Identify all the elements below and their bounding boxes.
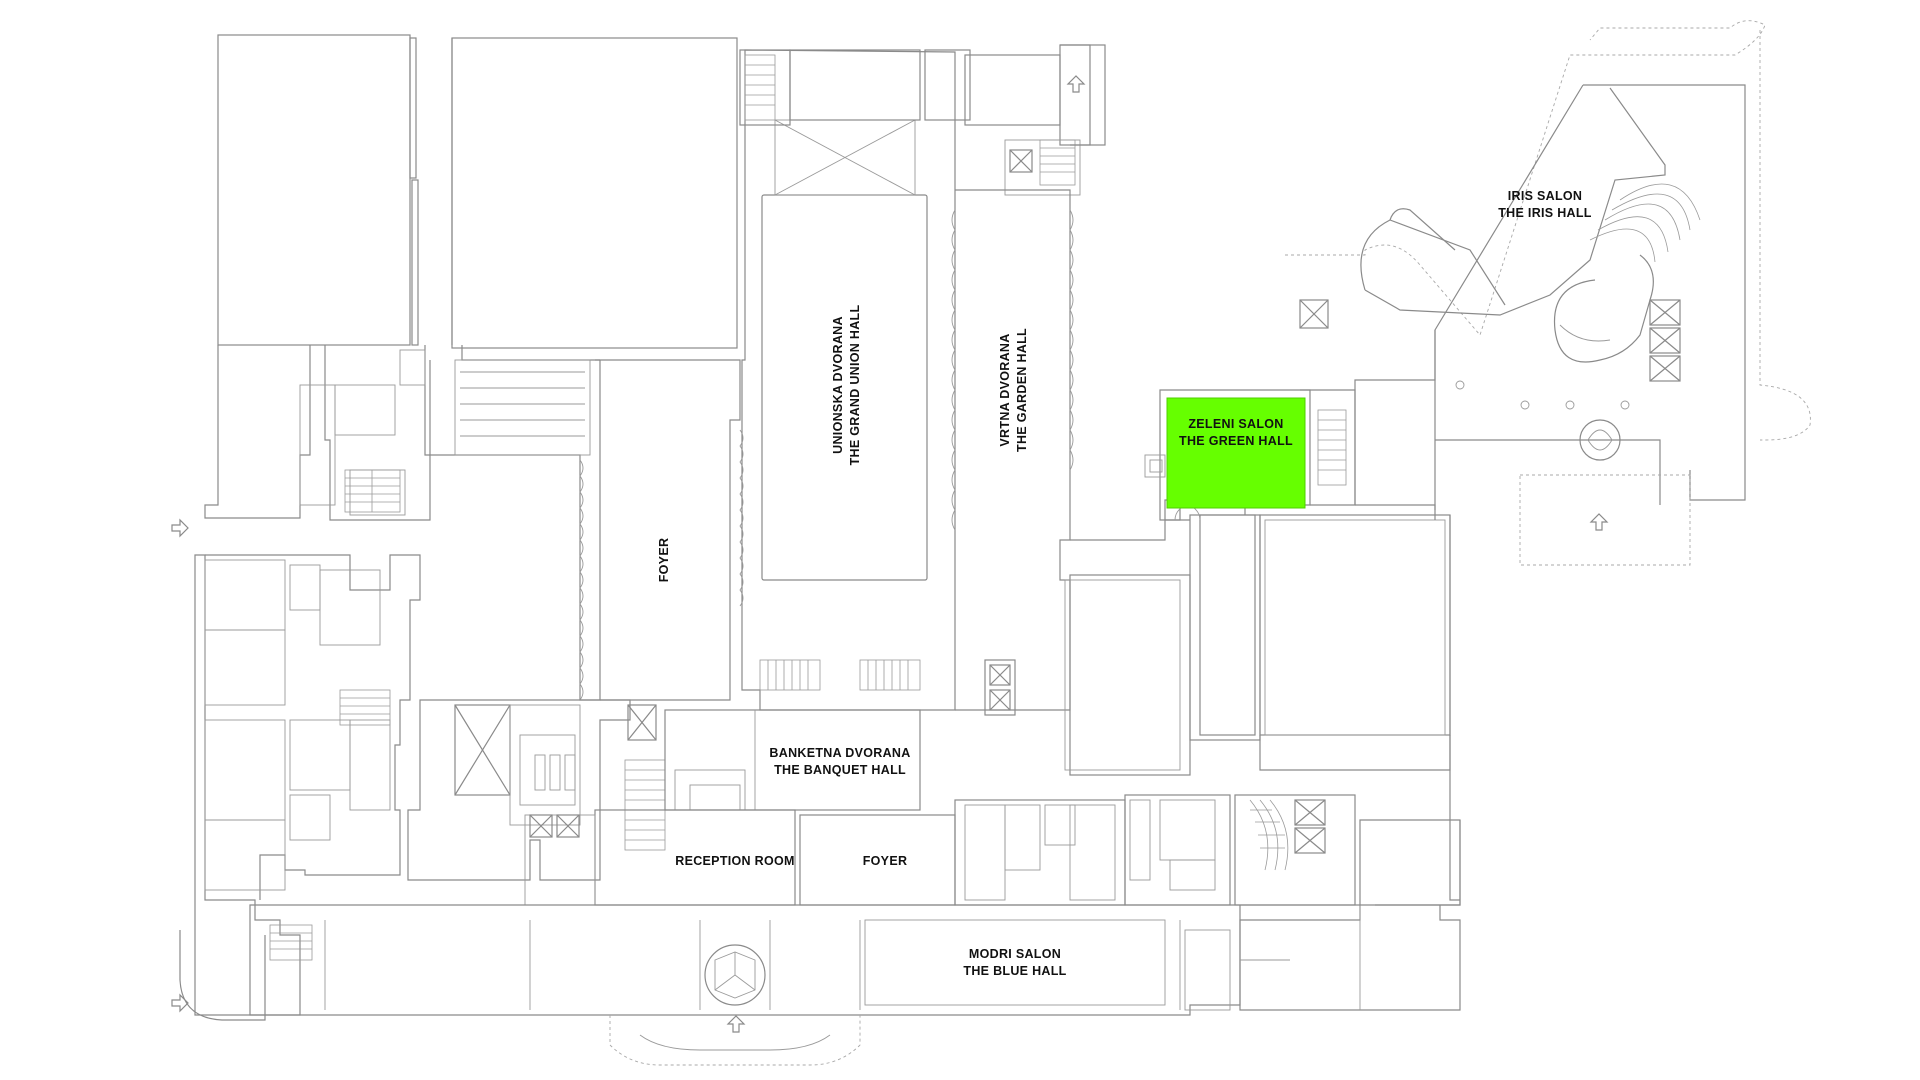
column-icon: [1579, 419, 1621, 461]
grand-union-hall-label-line1: UNIONSKA DVORANA: [831, 316, 845, 454]
north-corridor: [1060, 44, 1091, 146]
entrance-arrow-icon: [171, 518, 189, 538]
banquet-hall-label-line1: BANKETNA DVORANA: [769, 746, 910, 760]
entrance-arrow-icon: [171, 993, 189, 1013]
garden-hall-label-line1: VRTNA DVORANA: [998, 333, 1012, 446]
upper-foyer-label: FOYER: [657, 538, 671, 583]
lower-foyer-label-text: FOYER: [863, 854, 908, 868]
elevator-icon: [454, 704, 511, 796]
upper-foyer-label-text: FOYER: [657, 538, 671, 583]
elevator-icon: [627, 704, 657, 741]
reception-room-label: RECEPTION ROOM: [675, 854, 794, 868]
entrance-arrow-icon: [726, 1015, 746, 1033]
entrance-arrow-icon: [1066, 75, 1086, 93]
elevator-icon: [1009, 149, 1033, 173]
stairs-icon: [744, 54, 1076, 186]
grand-union-hall-label-line2: THE GRAND UNION HALL: [848, 305, 862, 466]
stairs-icon: [624, 759, 666, 851]
green-hall-label: ZELENI SALON THE GREEN HALL: [1179, 417, 1293, 448]
grand-union-hall-label: UNIONSKA DVORANA THE GRAND UNION HALL: [831, 305, 862, 466]
banquet-hall-label: BANKETNA DVORANA THE BANQUET HALL: [769, 746, 910, 777]
banquet-hall-label-line2: THE BANQUET HALL: [774, 763, 906, 777]
iris-hall-label: IRIS SALON THE IRIS HALL: [1498, 189, 1592, 220]
green-hall-label-line2: THE GREEN HALL: [1179, 434, 1293, 448]
rotunda: [704, 944, 766, 1006]
stairs-icon: [1589, 183, 1701, 263]
stairs-icon: [344, 469, 401, 513]
blue-hall-label: MODRI SALON THE BLUE HALL: [963, 947, 1066, 978]
green-hall-label-line1: ZELENI SALON: [1188, 417, 1283, 431]
left-wing-outline: [179, 34, 738, 1021]
stairs-icon: [269, 689, 391, 961]
lower-foyer-label: FOYER: [863, 854, 908, 868]
stairs-icon: [1249, 799, 1289, 871]
stairs-icon: [1317, 409, 1347, 486]
stairs-icon: [759, 659, 921, 691]
iris-wing-outline: [1285, 20, 1811, 566]
garden-hall-label: VRTNA DVORANA THE GARDEN HALL: [998, 328, 1029, 452]
elevator-icon: [529, 814, 580, 838]
elevator-icon: [1294, 799, 1326, 854]
green-hall-highlight[interactable]: [1166, 397, 1306, 509]
elevator-icon: [984, 659, 1016, 716]
iris-hall-label-line2: THE IRIS HALL: [1498, 206, 1592, 220]
reception-room-label-text: RECEPTION ROOM: [675, 854, 794, 868]
blue-hall-label-line1: MODRI SALON: [969, 947, 1061, 961]
blue-hall-label-line2: THE BLUE HALL: [963, 964, 1066, 978]
garden-hall-label-line2: THE GARDEN HALL: [1015, 328, 1029, 452]
iris-hall-label-line1: IRIS SALON: [1508, 189, 1583, 203]
entrance-arrow-icon: [1589, 513, 1609, 531]
lower-central-outline: [249, 699, 1461, 1066]
elevator-icon: [1299, 299, 1681, 382]
